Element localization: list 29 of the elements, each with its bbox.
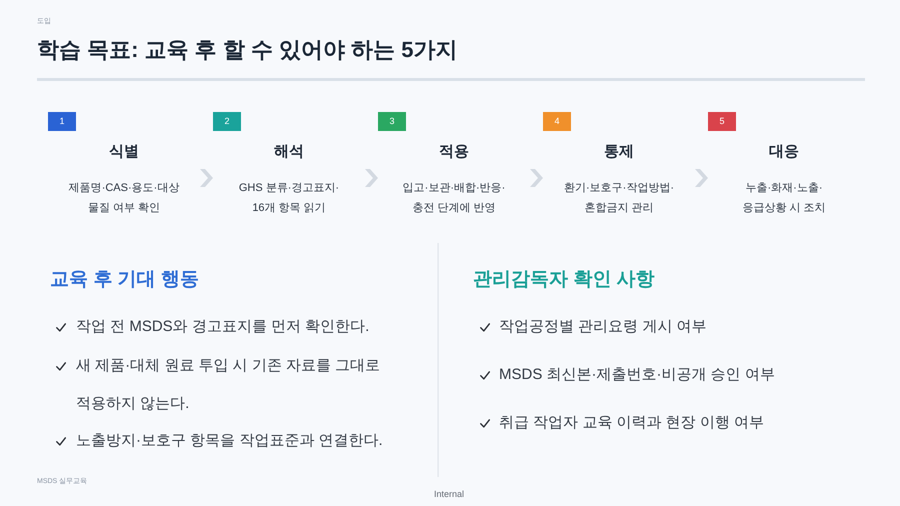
chevron-arrow (200, 169, 213, 187)
step-description: GHS 분류·경고표지· 16개 항목 읽기 (238, 181, 340, 216)
step-description: 환기·보호구·작업방법· 혼합금지 관리 (563, 181, 675, 216)
step-description: 제품명·CAS·용도·대상 물질 여부 확인 (68, 181, 180, 216)
number-badge: 3 (378, 112, 406, 131)
step-title: 통제 (604, 142, 634, 162)
step-title: 식별 (109, 142, 139, 162)
checklist-item: 작업 전 MSDS와 경고표지를 먼저 확인한다. (76, 317, 370, 337)
column-heading: 관리감독자 확인 사항 (473, 268, 655, 292)
classification-label: Internal (434, 488, 464, 500)
step-title: 대응 (769, 142, 799, 162)
chevron-arrow (530, 169, 543, 187)
column-heading: 교육 후 기대 행동 (50, 268, 199, 292)
number-badge: 2 (213, 112, 241, 131)
step-title: 적용 (439, 142, 469, 162)
chevron-arrow (365, 169, 378, 187)
number-badge: 5 (708, 112, 736, 131)
step-description: 누출·화재·노출· 응급상황 시 조치 (741, 181, 827, 216)
slide-title: 학습 목표: 교육 후 할 수 있어야 하는 5가지 (37, 36, 458, 64)
checklist-item: 작업공정별 관리요령 게시 여부 (499, 317, 707, 337)
step-description: 입고·보관·배합·반응· 충전 단계에 반영 (402, 181, 506, 216)
checklist-item: 새 제품·대체 원료 투입 시 기존 자료를 그대로 적용하지 않는다. (76, 356, 382, 414)
step-title: 해석 (274, 142, 304, 162)
number-badge: 4 (543, 112, 571, 131)
checklist-item: 취급 작업자 교육 이력과 현장 이행 여부 (499, 413, 764, 433)
checklist-item: 노출방지·보호구 항목을 작업표준과 연결한다. (76, 431, 383, 451)
checklist-item: MSDS 최신본·제출번호·비공개 승인 여부 (499, 365, 775, 385)
number-badge: 1 (48, 112, 76, 131)
chevron-arrow (695, 169, 708, 187)
